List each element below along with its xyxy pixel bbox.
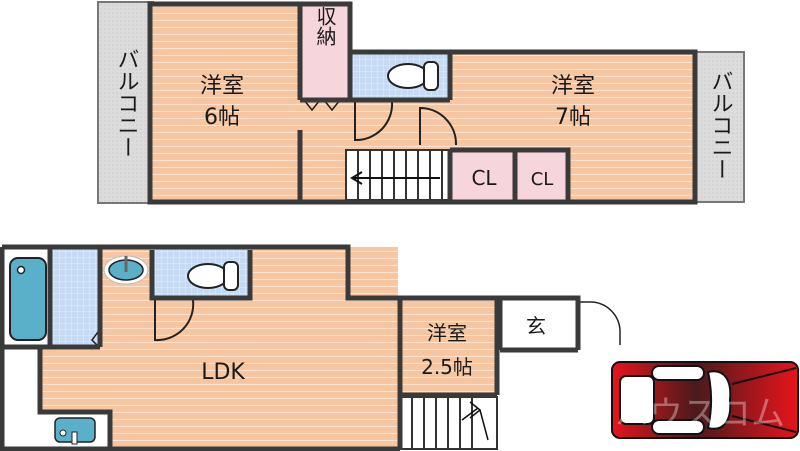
toilet-icon bbox=[387, 61, 439, 91]
kitchen-area bbox=[4, 347, 40, 449]
entrance-door-icon bbox=[578, 301, 621, 345]
room-6 bbox=[150, 4, 300, 202]
watermark: ハウスコム bbox=[615, 394, 785, 434]
room-6-size: 6帖 bbox=[204, 105, 240, 130]
washbasin-icon bbox=[103, 255, 149, 285]
room-6-name: 洋室 bbox=[200, 74, 244, 99]
closet-2 bbox=[516, 150, 568, 200]
room-2-5-name: 洋室 bbox=[427, 321, 467, 345]
closet-2-label: CL bbox=[531, 169, 554, 190]
folding-door-icon bbox=[303, 99, 341, 112]
closet-1-label: CL bbox=[471, 166, 497, 190]
storage-label: 収納 bbox=[313, 6, 337, 46]
ldk-label: LDK bbox=[201, 360, 245, 385]
balcony-right bbox=[694, 51, 745, 203]
folding-door-icon bbox=[91, 331, 99, 347]
closet-1 bbox=[452, 150, 514, 200]
balcony-left bbox=[97, 1, 154, 204]
walls-upper bbox=[147, 1, 698, 205]
room-7-name: 洋室 bbox=[551, 74, 595, 99]
balcony-right-label: バルコニー bbox=[708, 70, 733, 180]
balcony-left-label: バルコニー bbox=[114, 48, 139, 158]
walls-lower bbox=[0, 244, 581, 451]
toilet-icon bbox=[187, 261, 239, 291]
lower-floor bbox=[0, 244, 621, 451]
entrance-label: 玄 bbox=[526, 314, 546, 338]
stairs-upper bbox=[345, 149, 451, 201]
room-2-5-size: 2.5帖 bbox=[421, 355, 473, 379]
bathtub-icon bbox=[9, 257, 47, 341]
room-2-5 bbox=[400, 298, 497, 395]
washroom bbox=[50, 250, 100, 347]
upper-floor bbox=[97, 1, 745, 205]
storage bbox=[300, 4, 350, 100]
entrance bbox=[500, 298, 578, 350]
room-7-size: 7帖 bbox=[555, 105, 591, 130]
door-icon bbox=[354, 101, 394, 142]
door-icon bbox=[419, 106, 458, 146]
door-icon bbox=[154, 299, 195, 342]
stairs-lower bbox=[399, 396, 498, 450]
car-icon bbox=[611, 361, 799, 439]
kitchen-sink-icon bbox=[54, 417, 96, 445]
